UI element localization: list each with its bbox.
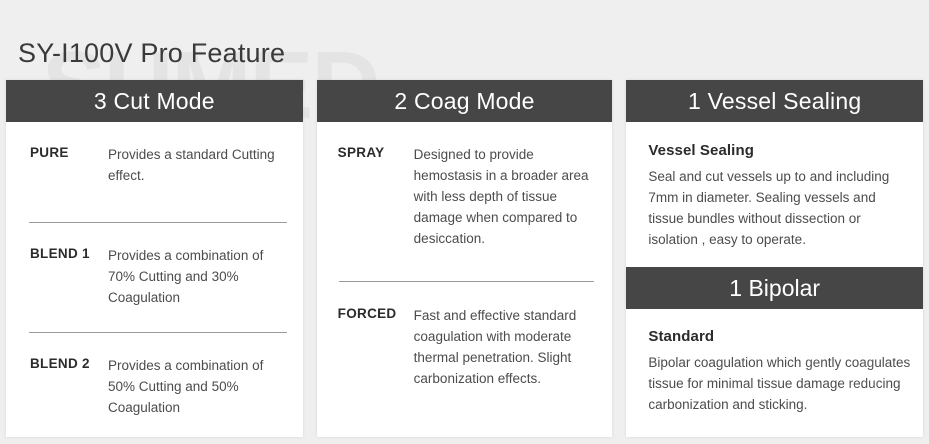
card-body-coag-mode: SPRAY Designed to provide hemostasis in …	[317, 122, 613, 437]
card-cut-mode: 3 Cut Mode PURE Provides a standard Cutt…	[6, 80, 303, 437]
entry-term: SPRAY	[337, 145, 385, 160]
card-header-vessel-sealing: 1 Vessel Sealing	[626, 80, 924, 122]
card-body-cut-mode: PURE Provides a standard Cutting effect.…	[6, 122, 303, 437]
entry-divider	[29, 332, 287, 333]
entry-term: BLEND 1	[30, 246, 90, 261]
entry-divider	[29, 222, 287, 223]
list-item: BLEND 1 Provides a combination of 70% Cu…	[6, 245, 303, 308]
entry-description: Provides a combination of 50% Cutting an…	[108, 358, 264, 415]
list-item: FORCED Fast and effective standard coagu…	[317, 305, 613, 389]
list-item: BLEND 2 Provides a combination of 50% Cu…	[6, 355, 303, 418]
entry-description: Provides a combination of 70% Cutting an…	[108, 248, 264, 305]
block-title: Vessel Sealing	[648, 142, 754, 159]
entry-term: FORCED	[337, 306, 397, 321]
block-vessel-sealing: Vessel Sealing Seal and cut vessels up t…	[626, 142, 923, 250]
entry-description: Fast and effective standard coagulation …	[413, 308, 577, 386]
page-title: SY-I100V Pro Feature	[18, 38, 286, 69]
entry-description: Provides a standard Cutting effect.	[108, 147, 275, 183]
block-text: Bipolar coagulation which gently coagula…	[648, 355, 911, 412]
block-text: Seal and cut vessels up to and including…	[648, 169, 890, 247]
list-item: SPRAY Designed to provide hemostasis in …	[317, 144, 613, 249]
entry-description: Designed to provide hemostasis in a broa…	[413, 147, 589, 246]
card-header-bipolar: 1 Bipolar	[626, 267, 924, 309]
entry-term: PURE	[30, 145, 69, 160]
card-coag-mode: 2 Coag Mode SPRAY Designed to provide he…	[316, 80, 613, 437]
feature-columns: 3 Cut Mode PURE Provides a standard Cutt…	[6, 80, 924, 437]
entry-term: BLEND 2	[30, 356, 90, 371]
block-standard: Standard Bipolar coagulation which gentl…	[626, 328, 923, 415]
card-header-coag-mode: 2 Coag Mode	[316, 80, 613, 122]
list-item: PURE Provides a standard Cutting effect.	[6, 144, 303, 186]
card-header-cut-mode: 3 Cut Mode	[6, 80, 303, 122]
entry-divider	[338, 281, 595, 282]
card-vessel-sealing: SU 1 Vessel Sealing Vessel Sealing Seal …	[626, 80, 924, 437]
block-title: Standard	[648, 328, 715, 345]
